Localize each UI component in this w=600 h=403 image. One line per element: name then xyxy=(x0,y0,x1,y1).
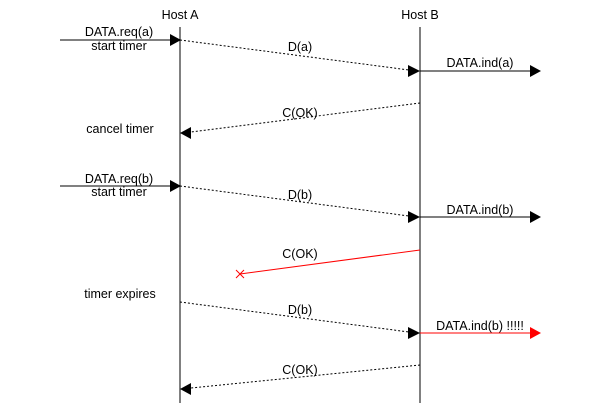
data-ind-b-dup-arrowhead xyxy=(530,327,541,339)
data-req-b-arrowhead xyxy=(170,180,181,192)
d-b-1-arrowhead xyxy=(408,211,420,223)
host-b-label: Host B xyxy=(401,8,439,22)
data-req-b-label: DATA.req(b) xyxy=(85,172,153,186)
d-b-1-label: D(b) xyxy=(288,188,312,202)
d-a-arrowhead xyxy=(408,65,420,77)
data-ind-b-label: DATA.ind(b) xyxy=(447,203,514,217)
data-ind-a-label: DATA.ind(a) xyxy=(447,56,514,70)
ack-1-message xyxy=(190,102,421,133)
ack-1-arrowhead xyxy=(180,127,191,139)
data-req-a-arrowhead xyxy=(170,34,181,46)
timer-expires-label: timer expires xyxy=(84,287,156,301)
ack-2-arrowhead xyxy=(180,383,191,395)
d-b-1-message xyxy=(179,185,410,217)
data-ind-a-arrowhead xyxy=(530,65,541,77)
start-timer-2-label: start timer xyxy=(91,185,147,199)
ack-1-label: C(OK) xyxy=(282,106,317,120)
data-req-a-label: DATA.req(a) xyxy=(85,25,153,39)
d-b-2-arrowhead xyxy=(408,327,420,339)
lost-ack-message xyxy=(239,249,421,275)
lost-ack-label: C(OK) xyxy=(282,247,317,261)
data-ind-b-arrowhead xyxy=(530,211,541,223)
start-timer-1-label: start timer xyxy=(91,39,147,53)
host-a-label: Host A xyxy=(162,8,199,22)
d-b-2-label: D(b) xyxy=(288,303,312,317)
lost-ack-cross-icon xyxy=(235,269,245,279)
ack-2-label: C(OK) xyxy=(282,363,317,377)
d-b-2-message xyxy=(179,301,410,333)
data-ind-b-dup-label: DATA.ind(b) !!!!! xyxy=(436,319,524,333)
d-a-label: D(a) xyxy=(288,40,312,54)
cancel-timer-label: cancel timer xyxy=(86,122,153,136)
d-a-message xyxy=(179,39,410,71)
